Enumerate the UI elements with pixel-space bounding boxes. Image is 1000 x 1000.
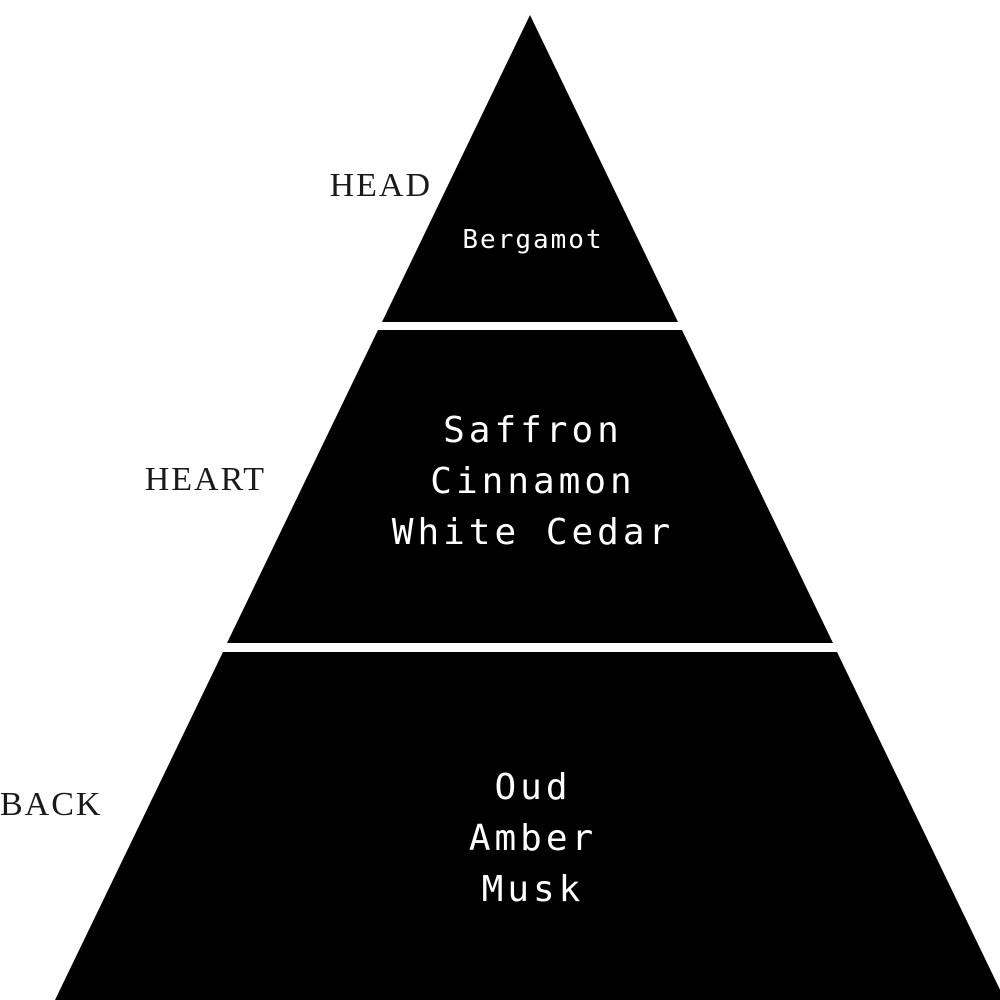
heart-tier-label: HEART [144, 461, 266, 498]
note-item: Bergamot [462, 225, 604, 255]
pyramid-back-section [55, 652, 1000, 1000]
pyramid-heart-section [227, 330, 833, 643]
head-tier-label: HEAD [329, 167, 432, 204]
back-tier-label: BACK [0, 786, 103, 823]
note-item: White Cedar [391, 512, 675, 553]
note-item: Saffron [443, 410, 623, 451]
note-item: Amber [468, 818, 598, 859]
head-notes-list: Bergamot [462, 224, 603, 256]
pyramid-head-section [382, 15, 678, 322]
back-notes-list: Oud Amber Musk [469, 762, 597, 915]
note-item: Musk [481, 869, 585, 910]
note-item: Oud [494, 767, 572, 808]
note-item: Cinnamon [430, 461, 636, 502]
heart-notes-list: Saffron Cinnamon White Cedar [392, 405, 674, 558]
